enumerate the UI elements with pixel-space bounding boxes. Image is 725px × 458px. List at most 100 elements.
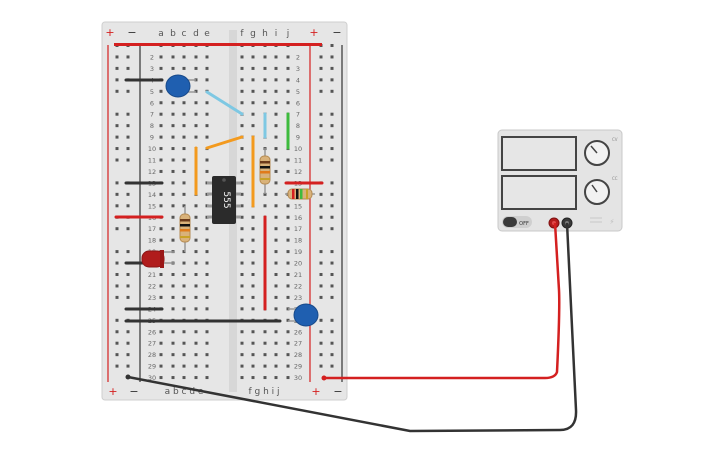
rail-hole[interactable]: [126, 364, 130, 368]
rail-hole[interactable]: [126, 66, 130, 70]
breadboard-hole[interactable]: [263, 89, 267, 93]
breadboard-hole[interactable]: [240, 158, 244, 162]
rail-hole[interactable]: [126, 250, 130, 254]
breadboard-hole[interactable]: [171, 227, 175, 231]
breadboard-hole[interactable]: [194, 135, 198, 139]
breadboard-hole[interactable]: [240, 330, 244, 334]
breadboard-hole[interactable]: [194, 307, 198, 311]
breadboard-hole[interactable]: [286, 101, 290, 105]
breadboard-hole[interactable]: [171, 307, 175, 311]
breadboard-hole[interactable]: [286, 330, 290, 334]
breadboard-hole[interactable]: [240, 307, 244, 311]
breadboard-hole[interactable]: [171, 215, 175, 219]
breadboard-hole[interactable]: [251, 89, 255, 93]
breadboard-hole[interactable]: [171, 284, 175, 288]
breadboard-hole[interactable]: [159, 341, 163, 345]
breadboard-hole[interactable]: [286, 250, 290, 254]
rail-hole[interactable]: [319, 295, 323, 299]
breadboard-hole[interactable]: [240, 376, 244, 380]
breadboard-hole[interactable]: [263, 66, 267, 70]
breadboard-hole[interactable]: [194, 284, 198, 288]
rail-hole[interactable]: [330, 181, 334, 185]
rail-hole[interactable]: [126, 284, 130, 288]
breadboard-hole[interactable]: [182, 261, 186, 265]
rail-hole[interactable]: [330, 204, 334, 208]
breadboard-hole[interactable]: [159, 227, 163, 231]
rail-hole[interactable]: [126, 147, 130, 151]
rail-hole[interactable]: [330, 112, 334, 116]
breadboard-hole[interactable]: [274, 192, 278, 196]
breadboard-hole[interactable]: [263, 330, 267, 334]
rail-hole[interactable]: [319, 78, 323, 82]
breadboard-hole[interactable]: [159, 135, 163, 139]
breadboard-hole[interactable]: [240, 353, 244, 357]
rail-hole[interactable]: [319, 261, 323, 265]
breadboard-hole[interactable]: [171, 364, 175, 368]
breadboard-hole[interactable]: [194, 330, 198, 334]
rail-hole[interactable]: [126, 55, 130, 59]
breadboard-hole[interactable]: [274, 169, 278, 173]
rail-hole[interactable]: [115, 318, 119, 322]
ic-555[interactable]: 555: [207, 176, 241, 224]
breadboard-hole[interactable]: [274, 261, 278, 265]
rail-hole[interactable]: [319, 204, 323, 208]
breadboard-hole[interactable]: [159, 238, 163, 242]
breadboard-hole[interactable]: [286, 158, 290, 162]
rail-hole[interactable]: [115, 204, 119, 208]
breadboard-hole[interactable]: [274, 181, 278, 185]
rail-hole[interactable]: [330, 318, 334, 322]
breadboard-hole[interactable]: [274, 227, 278, 231]
breadboard-hole[interactable]: [205, 101, 209, 105]
breadboard-hole[interactable]: [205, 330, 209, 334]
breadboard-hole[interactable]: [286, 273, 290, 276]
breadboard-hole[interactable]: [251, 112, 255, 116]
rail-hole[interactable]: [115, 147, 119, 151]
breadboard-hole[interactable]: [205, 307, 209, 311]
breadboard-hole[interactable]: [274, 250, 278, 254]
breadboard-hole[interactable]: [182, 112, 186, 116]
breadboard-hole[interactable]: [274, 353, 278, 357]
breadboard-hole[interactable]: [159, 204, 163, 208]
breadboard-hole[interactable]: [205, 112, 209, 116]
breadboard-hole[interactable]: [240, 238, 244, 242]
breadboard-hole[interactable]: [286, 238, 290, 242]
rail-hole[interactable]: [330, 147, 334, 151]
rail-hole[interactable]: [115, 192, 119, 196]
breadboard-hole[interactable]: [240, 55, 244, 59]
breadboard-hole[interactable]: [182, 376, 186, 380]
breadboard-hole[interactable]: [194, 227, 198, 231]
rail-hole[interactable]: [330, 250, 334, 254]
breadboard-hole[interactable]: [274, 78, 278, 82]
breadboard-hole[interactable]: [205, 227, 209, 231]
breadboard-hole[interactable]: [182, 66, 186, 70]
breadboard-hole[interactable]: [274, 147, 278, 151]
rail-hole[interactable]: [319, 124, 323, 128]
breadboard-hole[interactable]: [205, 124, 209, 128]
breadboard-hole[interactable]: [286, 66, 290, 70]
breadboard-hole[interactable]: [251, 353, 255, 357]
rail-hole[interactable]: [115, 55, 119, 59]
breadboard-hole[interactable]: [251, 238, 255, 242]
rail-hole[interactable]: [319, 250, 323, 254]
breadboard-hole[interactable]: [251, 261, 255, 265]
breadboard-hole[interactable]: [240, 341, 244, 345]
rail-hole[interactable]: [330, 261, 334, 265]
rail-hole[interactable]: [330, 227, 334, 231]
breadboard-hole[interactable]: [274, 273, 278, 276]
breadboard-hole[interactable]: [240, 273, 244, 276]
rail-hole[interactable]: [319, 330, 323, 334]
rail-hole[interactable]: [319, 89, 323, 93]
breadboard-hole[interactable]: [251, 215, 255, 219]
breadboard-hole[interactable]: [286, 261, 290, 265]
breadboard-holes[interactable]: [115, 44, 334, 380]
breadboard-hole[interactable]: [171, 192, 175, 196]
rail-hole[interactable]: [115, 112, 119, 116]
breadboard-hole[interactable]: [182, 284, 186, 288]
rail-hole[interactable]: [330, 273, 334, 276]
breadboard-hole[interactable]: [240, 204, 244, 208]
rail-hole[interactable]: [115, 181, 119, 185]
breadboard-hole[interactable]: [251, 364, 255, 368]
breadboard-hole[interactable]: [274, 215, 278, 219]
breadboard-hole[interactable]: [205, 169, 209, 173]
breadboard-hole[interactable]: [171, 181, 175, 185]
